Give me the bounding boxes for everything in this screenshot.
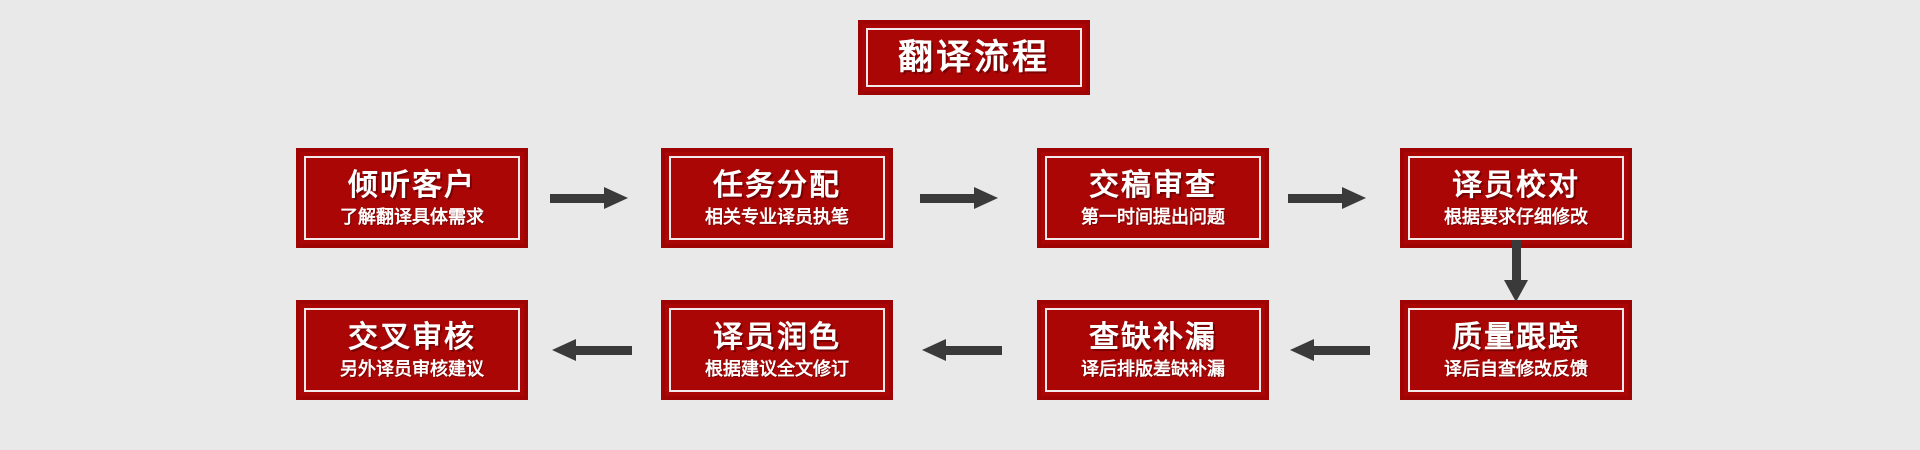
process-step-1[interactable]: 倾听客户 了解翻译具体需求: [296, 148, 528, 248]
process-step-6[interactable]: 查缺补漏 译后排版差缺补漏: [1037, 300, 1269, 400]
process-step-5[interactable]: 质量跟踪 译后自查修改反馈: [1400, 300, 1632, 400]
arrow-head: [1342, 187, 1366, 209]
arrow-shaft: [920, 194, 976, 203]
step-subtitle: 另外译员审核建议: [340, 359, 484, 379]
step-subtitle: 相关专业译员执笔: [705, 207, 849, 227]
arrow-head: [1504, 280, 1528, 302]
step-title: 查缺补漏: [1089, 321, 1217, 354]
arrow-shaft: [1314, 346, 1370, 355]
arrow-right-icon: [920, 183, 1000, 213]
step-title: 译员校对: [1452, 169, 1580, 202]
step-title: 任务分配: [713, 169, 841, 202]
step-title: 交叉审核: [348, 321, 476, 354]
diagram-title-text: 翻译流程: [897, 37, 1050, 77]
arrow-shaft: [576, 346, 632, 355]
step-subtitle: 译后排版差缺补漏: [1081, 359, 1225, 379]
step-subtitle: 根据建议全文修订: [705, 359, 849, 379]
step-subtitle: 根据要求仔细修改: [1444, 207, 1588, 227]
process-step-8[interactable]: 交叉审核 另外译员审核建议: [296, 300, 528, 400]
step-title: 倾听客户: [348, 169, 476, 202]
step-subtitle: 第一时间提出问题: [1081, 207, 1225, 227]
arrow-shaft: [1288, 194, 1344, 203]
arrow-left-icon: [552, 335, 632, 365]
arrow-left-icon: [1290, 335, 1370, 365]
arrow-shaft: [946, 346, 1002, 355]
step-subtitle: 译后自查修改反馈: [1444, 359, 1588, 379]
process-step-4[interactable]: 译员校对 根据要求仔细修改: [1400, 148, 1632, 248]
arrow-head: [604, 187, 628, 209]
process-step-7[interactable]: 译员润色 根据建议全文修订: [661, 300, 893, 400]
process-step-2[interactable]: 任务分配 相关专业译员执笔: [661, 148, 893, 248]
step-title: 交稿审查: [1089, 169, 1217, 202]
step-title: 质量跟踪: [1452, 321, 1580, 354]
arrow-head: [922, 339, 946, 361]
arrow-down-icon: [1501, 240, 1531, 302]
arrow-right-icon: [550, 183, 630, 213]
arrow-right-icon: [1288, 183, 1368, 213]
arrow-head: [1290, 339, 1314, 361]
arrow-shaft: [550, 194, 606, 203]
step-subtitle: 了解翻译具体需求: [340, 207, 484, 227]
arrow-left-icon: [922, 335, 1002, 365]
arrow-head: [974, 187, 998, 209]
arrow-shaft: [1512, 240, 1521, 282]
step-title: 译员润色: [713, 321, 841, 354]
arrow-head: [552, 339, 576, 361]
diagram-title-box: 翻译流程: [858, 20, 1090, 95]
process-step-3[interactable]: 交稿审查 第一时间提出问题: [1037, 148, 1269, 248]
